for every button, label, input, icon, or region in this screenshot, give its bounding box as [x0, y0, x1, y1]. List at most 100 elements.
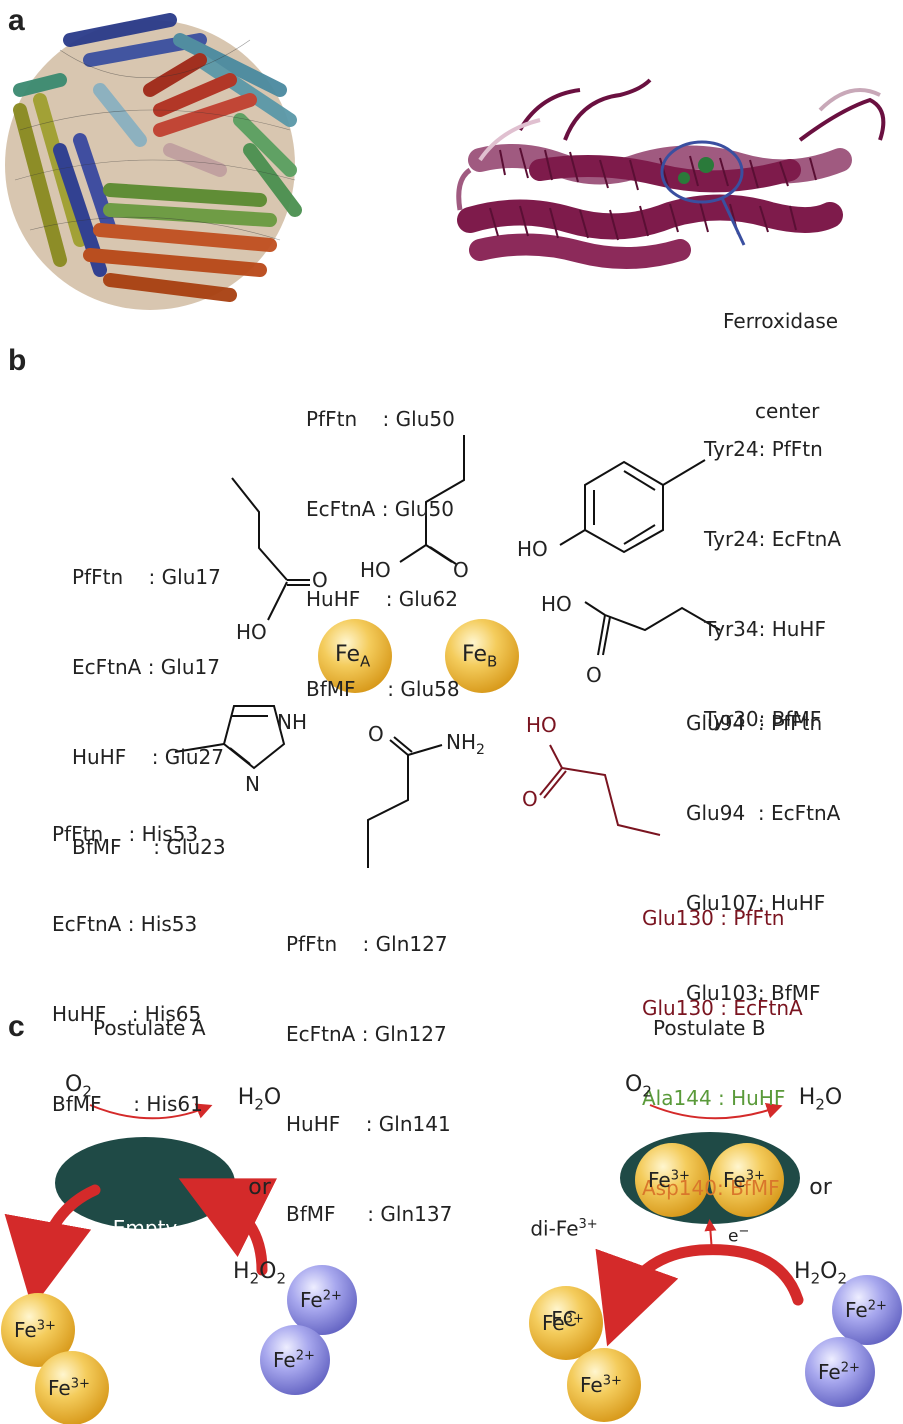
- tyr-list: Tyr24: PfFtn Tyr24: EcFtnA Tyr34: HuHF T…: [704, 374, 841, 764]
- product-line: H2O: [222, 1084, 297, 1118]
- di-fe-line: FC: [551, 1306, 577, 1331]
- residue-entry: EcFtnA : Gln127: [286, 1022, 447, 1046]
- fe3-ion: [529, 1286, 603, 1360]
- product-o: O: [824, 1085, 843, 1110]
- atom-label-sub: 2: [476, 742, 485, 758]
- fe3-ion: [567, 1348, 641, 1422]
- residue-entry: Glu94 : EcFtnA: [686, 801, 841, 825]
- ion-element: Fe: [273, 1348, 296, 1372]
- atom-label-main: NH: [446, 730, 476, 754]
- panel-label-a: a: [8, 4, 25, 37]
- ferroxidase-label: Ferroxidase center: [723, 246, 838, 456]
- fe3-center-ion: [710, 1143, 784, 1217]
- residue-entry: Glu130 : EcFtnA: [642, 996, 803, 1020]
- fe-a-sphere: [318, 619, 392, 693]
- ion-charge: 3+: [564, 1311, 584, 1327]
- ion-charge: 3+: [70, 1376, 90, 1392]
- residue-entry: Tyr24: PfFtn: [704, 437, 823, 461]
- empty-fc-line: FC: [132, 1300, 158, 1324]
- glu94-list: Glu94 : PfFtn Glu94 : EcFtnA Glu107: HuH…: [686, 648, 840, 1038]
- ion-element: Fe: [14, 1318, 37, 1342]
- residue-entry: Asp140: BfMF: [642, 1176, 780, 1200]
- fe3-ion-label: Fe3+: [542, 1311, 584, 1335]
- his-list: PfFtn : His53 EcFtnA : His53 HuHF : His6…: [52, 759, 203, 1149]
- residue-entry: BfMF : Gln137: [286, 1202, 453, 1226]
- fe-transfer-arrow-b: [595, 1244, 804, 1347]
- fe2-uptake-arrow-a: [178, 1178, 278, 1276]
- glu130-structure: [539, 744, 661, 836]
- empty-fc-label: Empty FC: [95, 1158, 195, 1354]
- fe3-ion-label: Fe3+: [48, 1376, 90, 1400]
- product-or: or: [248, 1175, 271, 1201]
- product-sub: 2: [810, 1269, 821, 1288]
- o2-subscript: 2: [642, 1082, 652, 1101]
- o2-reaction-arrow-b: [649, 1102, 783, 1120]
- gln-list: PfFtn : Gln127 EcFtnA : Gln127 HuHF : Gl…: [286, 869, 452, 1259]
- fe-b-sphere: [445, 619, 519, 693]
- atom-label: N: [245, 772, 260, 796]
- product-h: H: [237, 1085, 255, 1110]
- ion-element: Fe: [723, 1168, 746, 1192]
- di-fe-fc-label: di-Fe3+ FC: [525, 1150, 603, 1364]
- fe-b-element: Fe: [462, 642, 487, 667]
- residue-entry: Tyr30: BfMF: [704, 707, 822, 731]
- ion-charge: 3+: [745, 1168, 765, 1184]
- ion-charge: 3+: [36, 1318, 56, 1334]
- panel-label-c: c: [8, 1010, 25, 1043]
- product-o: O: [263, 1085, 282, 1110]
- postulate-a-title: Postulate A: [93, 1016, 206, 1040]
- residue-entry: Glu107: HuHF: [686, 891, 826, 915]
- glu130-list: Glu130 : PfFtn Glu130 : EcFtnA Ala144 : …: [642, 843, 803, 1233]
- product-line: H2O2: [783, 1258, 858, 1292]
- products-a: H2O or H2O2: [222, 1028, 297, 1321]
- ion-charge: 2+: [840, 1360, 860, 1376]
- atom-label: O: [312, 568, 328, 592]
- fe3-ion-label: Fe3+: [14, 1318, 56, 1342]
- o2-element: O: [625, 1072, 643, 1097]
- ion-element: Fe: [648, 1168, 671, 1192]
- glu50-list: PfFtn : Glu50 EcFtnA : Glu50 HuHF : Glu6…: [306, 344, 460, 734]
- fe3-release-arrow-a: [4, 1184, 101, 1309]
- residue-entry: EcFtnA : Glu17: [72, 655, 220, 679]
- residue-entry: PfFtn : Gln127: [286, 932, 448, 956]
- residue-entry: Glu103: BfMF: [686, 981, 821, 1005]
- ferritin-cage-image: [5, 13, 302, 310]
- di-fe-line: di-Fe3+: [525, 1210, 603, 1244]
- residue-entry: HuHF : Glu27: [72, 745, 224, 769]
- residue-entry: Glu94 : PfFtn: [686, 711, 823, 735]
- product-sub: 2: [254, 1095, 264, 1114]
- ion-element: Fe: [300, 1288, 323, 1312]
- atom-label: HO: [360, 558, 391, 582]
- di-fe-text: di-Fe: [530, 1216, 579, 1241]
- product-sub: 2: [837, 1269, 847, 1288]
- product-line: H2O2: [222, 1258, 297, 1292]
- ion-element: Fe: [48, 1376, 71, 1400]
- ion-element: Fe: [580, 1373, 603, 1397]
- atom-label: NH: [277, 710, 307, 734]
- atom-label: HO: [541, 592, 572, 616]
- residue-entry: Ala144 : HuHF: [642, 1086, 786, 1110]
- iron-site-atom: [698, 157, 714, 173]
- residue-entry: PfFtn : Glu17: [72, 565, 221, 589]
- residue-structures: [174, 435, 721, 868]
- o2-element: O: [65, 1072, 83, 1097]
- fe3-ion: [1, 1293, 75, 1367]
- ion-element: Fe: [818, 1360, 841, 1384]
- fe3-center-label: Fe3+: [648, 1168, 690, 1192]
- electron-arrow: [704, 1219, 717, 1253]
- iron-site-atom: [678, 172, 690, 184]
- fe-a-label: FeA: [335, 642, 370, 670]
- fe3-ion: [35, 1351, 109, 1424]
- atom-label: O: [522, 787, 538, 811]
- product-sub: 2: [276, 1269, 286, 1288]
- product-sub: 2: [249, 1269, 260, 1288]
- ion-charge: 2+: [295, 1348, 315, 1364]
- residue-entry: PfFtn : Glu50: [306, 407, 455, 431]
- fe3-center-label: Fe3+: [723, 1168, 765, 1192]
- fe-a-subscript: A: [360, 652, 371, 671]
- residue-entry: BfMF : His61: [52, 1092, 203, 1116]
- subunit-ribbon-image: [456, 78, 886, 270]
- electron-label: e−: [728, 1224, 750, 1247]
- product-sub: 2: [815, 1095, 825, 1114]
- atom-label: O: [453, 558, 469, 582]
